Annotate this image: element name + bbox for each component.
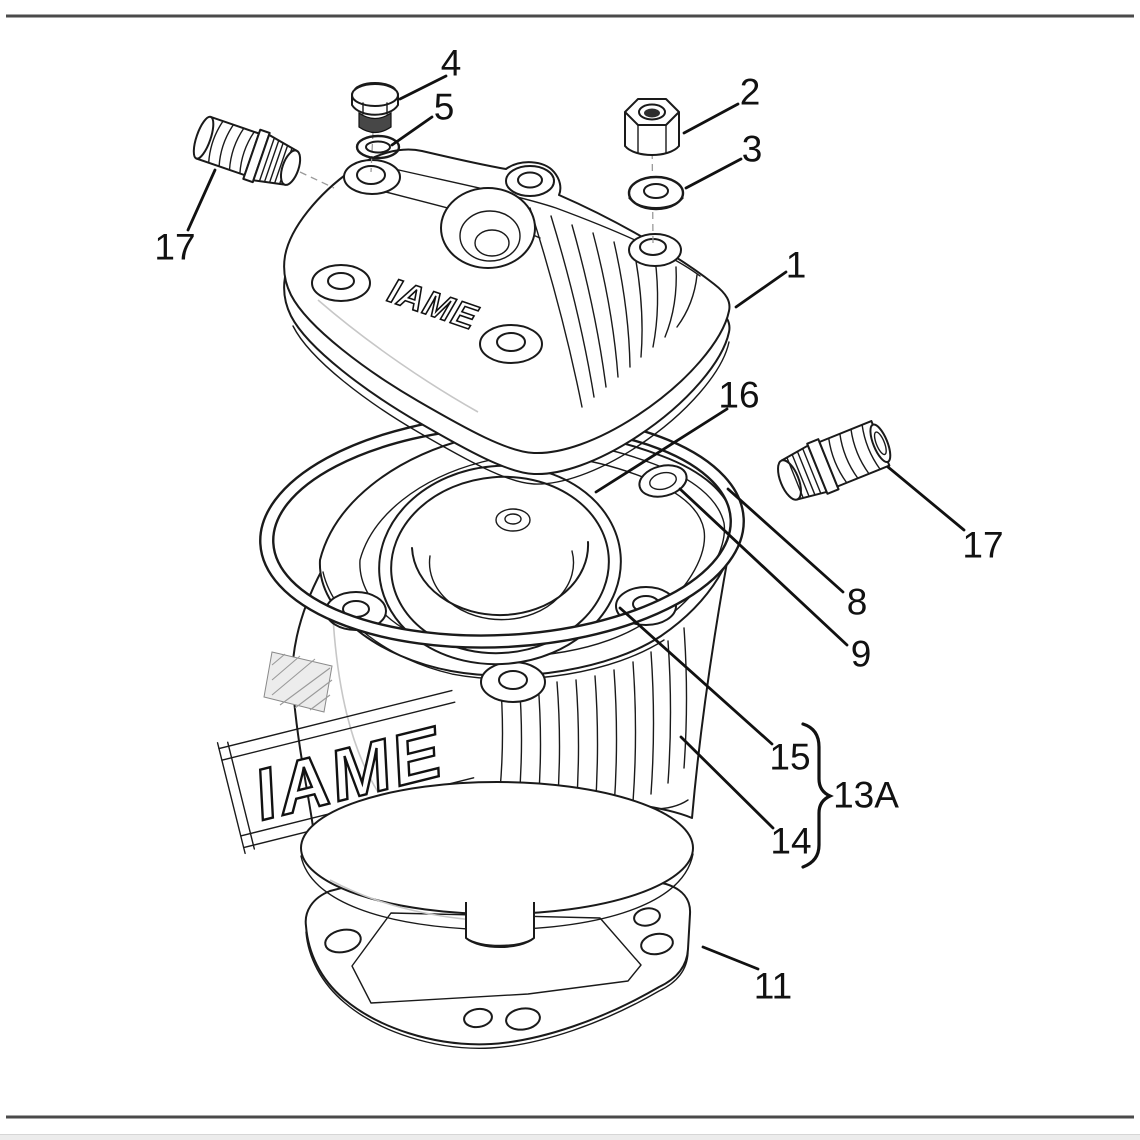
callout-2-leader xyxy=(682,102,740,135)
callout-1-label: 1 xyxy=(786,245,807,286)
callout-9-leader xyxy=(678,487,849,647)
cylinder-spigot xyxy=(465,902,535,948)
callout-17-left-label: 17 xyxy=(154,227,195,268)
callout-3-label: 3 xyxy=(742,129,763,170)
callout-9-label: 9 xyxy=(851,634,872,675)
part-fitting-left xyxy=(192,115,302,186)
part-plug xyxy=(351,82,399,134)
callout-8-label: 8 xyxy=(847,582,868,623)
callout-17-left-leader xyxy=(186,168,217,232)
part-plug-oring xyxy=(355,134,401,160)
callout-15-leader xyxy=(618,606,774,746)
callout-8-leader xyxy=(726,487,845,594)
callout-17-right-leader xyxy=(886,465,966,532)
callout-11-label: 11 xyxy=(754,966,792,1007)
brace-13a xyxy=(801,722,834,869)
callout-2-label: 2 xyxy=(740,72,761,113)
callout-11-leader xyxy=(701,945,760,971)
callout-3-leader xyxy=(684,157,743,190)
callout-14-leader xyxy=(679,735,775,830)
plug-seal-band xyxy=(358,111,392,134)
part-head-cover: IAME xyxy=(283,148,731,485)
callout-13A-label: 13A xyxy=(833,775,899,816)
callout-15-label: 15 xyxy=(769,737,810,778)
callout-1-leader xyxy=(734,270,788,309)
gasket-hole xyxy=(640,932,674,956)
part-fitting-right xyxy=(777,420,892,501)
gasket-hole xyxy=(463,1007,493,1029)
callout-17-right-label: 17 xyxy=(962,525,1003,566)
callout-5-leader xyxy=(390,115,434,147)
assembly-guides xyxy=(299,127,654,244)
callout-16-leader xyxy=(594,407,729,494)
footer-strip xyxy=(0,1135,1140,1140)
spark-plug-recess xyxy=(440,187,536,269)
callout-14-label: 14 xyxy=(770,821,811,862)
callout-16-label: 16 xyxy=(718,375,759,416)
gasket-hole xyxy=(505,1007,541,1031)
nut-thread-hole xyxy=(644,108,660,118)
part-large-oring xyxy=(259,413,745,649)
callout-4-leader xyxy=(398,74,448,101)
deck-small-hole xyxy=(638,464,688,498)
part-washer xyxy=(627,175,685,211)
page-frame xyxy=(0,14,1140,1140)
gasket-hole xyxy=(633,907,661,927)
exhaust-patch xyxy=(263,651,333,713)
cover-bolt-bosses xyxy=(311,159,682,364)
callout-5-label: 5 xyxy=(434,87,455,128)
part-cylinder: IAME xyxy=(216,429,736,948)
part-nut xyxy=(624,98,680,156)
callout-4-label: 4 xyxy=(441,43,462,84)
callouts: 1 2 3 45 8 9 11 13A 14 15 16 17 17 xyxy=(154,43,1003,1007)
gasket-hole xyxy=(324,928,362,954)
